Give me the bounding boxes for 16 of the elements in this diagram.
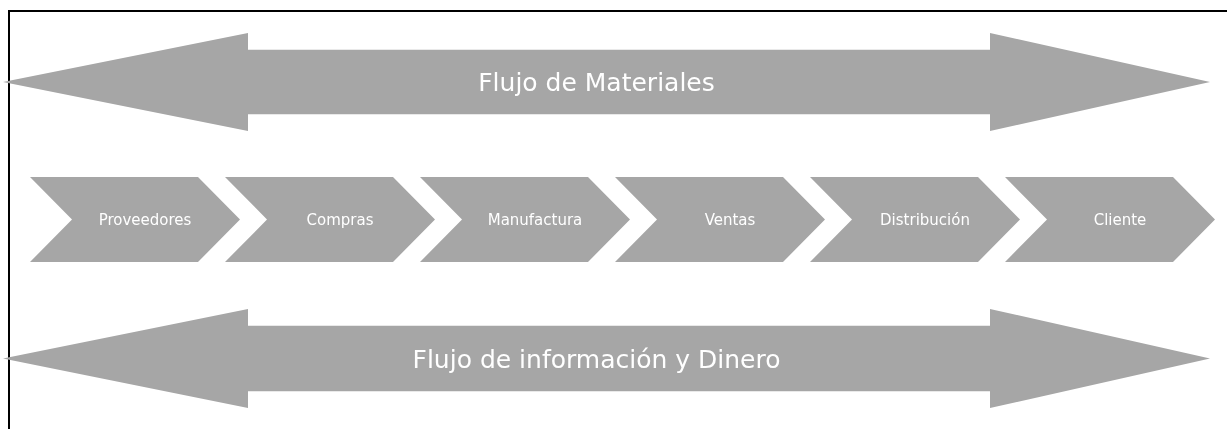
flow-label: Flujo de información y Dinero [412,344,781,373]
double-arrow-band [3,309,1210,408]
flow-label: Flujo de Materiales [478,67,715,97]
chevron-step [30,177,240,262]
double-arrow-band [3,33,1210,131]
chevron-step [225,177,435,262]
chevron-step [810,177,1020,262]
chevron-step [615,177,825,262]
chevron-step [1005,177,1215,262]
step-label: Distribución [880,210,970,229]
step-label: Manufactura [487,210,583,229]
step-label: Ventas [704,210,756,229]
step-label: Compras [306,210,374,229]
step-label: Proveedores [98,210,192,229]
chevron-step [420,177,630,262]
step-label: Cliente [1093,210,1147,229]
